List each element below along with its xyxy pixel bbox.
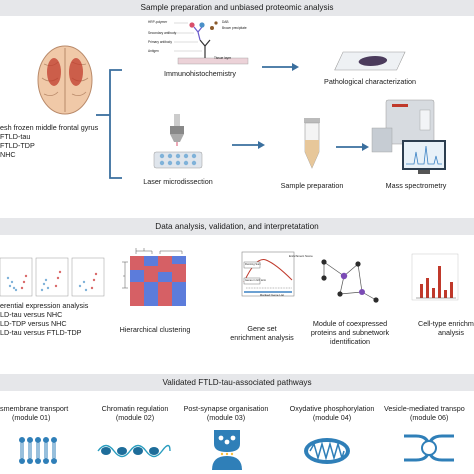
section1-title: Sample preparation and unbiased proteomi… xyxy=(140,3,334,12)
lmd-microscope xyxy=(153,114,203,169)
section2-band xyxy=(0,218,474,235)
chromatin-icon xyxy=(97,444,171,458)
gsea-box-0: Enrichment Score xyxy=(289,254,313,258)
mass-spectrometer xyxy=(371,99,446,174)
section2-title: Data analysis, validation, and interpret… xyxy=(155,222,319,231)
pathway-4-name: Vesicle-mediated transpo xyxy=(384,404,465,413)
pathway-3-name: Oxydative phosphorylation xyxy=(289,404,375,413)
pathway-1-name: Chromatin regulation xyxy=(101,404,169,413)
brain-label-1: FTLD-tau xyxy=(0,132,31,141)
diff-label-0: erential expression analysis xyxy=(0,301,89,310)
cell-label-1: analysis xyxy=(438,328,464,337)
ihc-part-5: Antigen xyxy=(148,49,159,53)
pathway-2-module: (module 03) xyxy=(206,413,246,422)
lmd-label: Laser microdissection xyxy=(143,177,213,186)
diff-label-1: LD-tau versus NHC xyxy=(0,310,63,319)
heatmap xyxy=(122,248,186,306)
section3-title: Validated FTLD-tau-associated pathways xyxy=(162,378,312,387)
membrane-transport-icon xyxy=(19,437,57,464)
tissue-slide xyxy=(334,51,406,71)
clust-label: Hierarchical clustering xyxy=(119,325,191,334)
module-label-1: proteins and subnetwork xyxy=(310,328,390,337)
ihc-label: Immunohistochemistry xyxy=(164,69,236,78)
gsea-box-1: Genes in GO term xyxy=(245,279,267,282)
gsea-label-0: Gene set xyxy=(247,324,277,333)
pathway-4-module: (module 06) xyxy=(410,413,449,422)
module-label-0: Module of coexpressed xyxy=(312,319,388,328)
brain-illustration xyxy=(37,45,93,115)
gsea-box-3: Running Sum xyxy=(245,263,261,266)
mitochondrion-icon xyxy=(304,438,350,464)
diff-label-2: LD-TDP versus NHC xyxy=(0,319,67,328)
diff-label-3: LD-tau versus FTLD-TDP xyxy=(0,328,82,337)
ms-label: Mass spectrometry xyxy=(385,181,447,190)
volcano-plots xyxy=(0,257,105,297)
path-label: Pathological characterization xyxy=(324,77,416,86)
cell-type-barchart xyxy=(411,253,459,301)
brain-label-2: FTLD-TDP xyxy=(0,141,35,150)
bracket-connector xyxy=(96,69,122,179)
ihc-part-0: HRP-polymer xyxy=(148,20,168,24)
pathway-2-name: Post-synapse organisation xyxy=(183,404,269,413)
ihc-diagram xyxy=(174,21,249,65)
gsea-label-1: enrichment analysis xyxy=(230,333,294,342)
pathway-3-module: (module 04) xyxy=(312,413,352,422)
synapse-icon xyxy=(212,430,242,470)
vesicle-icon xyxy=(404,434,454,462)
ihc-part-4: Primary antibody xyxy=(148,40,172,44)
section1-band xyxy=(0,0,474,16)
gsea-plot xyxy=(241,251,295,297)
pathway-1-module: (module 02) xyxy=(115,413,155,422)
ihc-part-3: Secondary antibody xyxy=(148,31,177,35)
arrow-to-prep xyxy=(232,141,265,149)
sample-tube xyxy=(304,118,320,169)
brain-label-3: NHC xyxy=(0,150,16,159)
module-label-2: identification xyxy=(330,337,370,346)
network-graph xyxy=(321,259,379,303)
arrow-to-ms xyxy=(336,143,369,151)
cell-label-0: Cell-type enrichm xyxy=(418,319,474,328)
ihc-part-6: Tissue layer xyxy=(214,56,232,60)
arrow-to-pathology xyxy=(262,63,299,71)
brain-label-0: esh frozen middle frontal gyrus xyxy=(0,123,99,132)
prep-label: Sample preparation xyxy=(280,181,344,190)
gsea-box-2: Ranked Gene List xyxy=(260,293,285,297)
section3-band xyxy=(0,374,474,391)
pathway-0-name: smembrane transport xyxy=(0,404,69,413)
pathway-0-module: (module 01) xyxy=(12,413,51,422)
ihc-part-2: Brown precipitate xyxy=(222,26,247,30)
ihc-part-1: DAB xyxy=(222,20,229,24)
